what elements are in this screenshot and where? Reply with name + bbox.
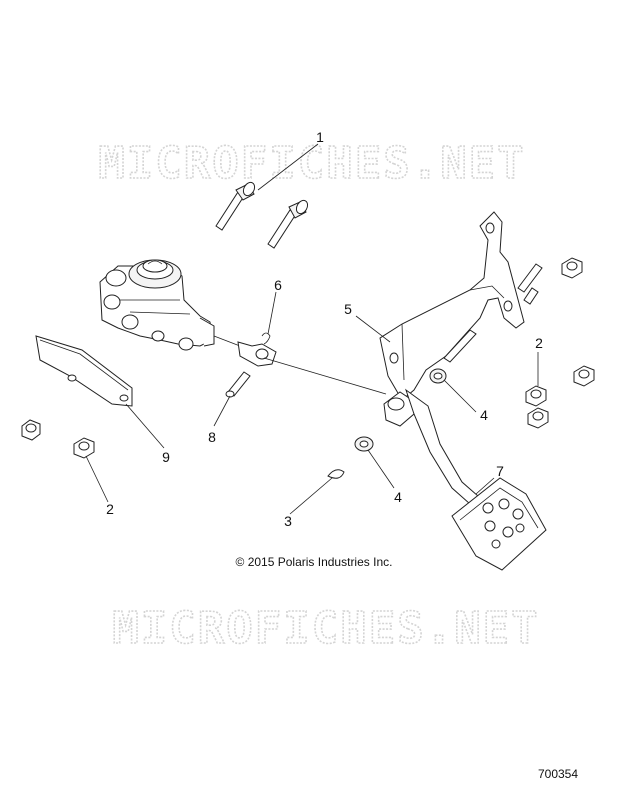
leader-6 <box>267 291 277 335</box>
nut-part-2-left-a[interactable] <box>21 419 41 441</box>
callout-2-left: 2 <box>106 501 114 517</box>
leader-1 <box>257 143 319 191</box>
bushing-part-4-upper[interactable] <box>429 368 447 384</box>
leader-8 <box>213 395 231 427</box>
leader-5 <box>355 315 391 343</box>
nut-part-2-right-d[interactable] <box>527 407 549 429</box>
callout-8: 8 <box>208 429 216 445</box>
leader-4-upper <box>443 379 477 413</box>
callout-9: 9 <box>162 449 170 465</box>
callout-6: 6 <box>274 277 282 293</box>
leader-2-left <box>85 455 109 503</box>
bolt-part-1a[interactable] <box>215 180 257 231</box>
callout-5: 5 <box>344 301 352 317</box>
leader-3 <box>289 477 333 515</box>
clip-part-3[interactable] <box>327 469 345 479</box>
leader-7 <box>475 477 495 495</box>
document-number: 700354 <box>538 767 578 781</box>
callout-7: 7 <box>496 463 504 479</box>
shield-plate-part-9[interactable] <box>35 335 133 407</box>
nut-part-2-left-b[interactable] <box>73 437 95 459</box>
master-cylinder[interactable] <box>99 259 241 351</box>
nut-part-2-right-b[interactable] <box>525 385 547 407</box>
callout-2-right: 2 <box>535 335 543 351</box>
pedal-bracket-part-5[interactable] <box>379 211 543 401</box>
watermark-bottom: MICROFICHES.NET <box>112 603 539 654</box>
copyright-notice: © 2015 Polaris Industries Inc. <box>236 555 393 569</box>
clevis-assembly[interactable] <box>237 332 277 367</box>
callout-4-upper: 4 <box>480 407 488 423</box>
callout-1: 1 <box>316 129 324 145</box>
brake-pedal-part-7[interactable] <box>405 388 547 571</box>
callout-4-lower: 4 <box>394 489 402 505</box>
watermark-top: MICROFICHES.NET <box>98 138 525 189</box>
bushing-part-4-lower[interactable] <box>354 436 374 452</box>
leader-4-lower <box>367 449 395 489</box>
pushrod-axis-line <box>263 357 387 395</box>
clevis-pin-part-8[interactable] <box>225 371 251 398</box>
leader-9 <box>125 403 165 449</box>
nut-part-2-right-a[interactable] <box>561 257 583 279</box>
callout-3: 3 <box>284 513 292 529</box>
nut-part-2-right-c[interactable] <box>573 365 595 387</box>
bolt-part-1b[interactable] <box>267 198 310 249</box>
